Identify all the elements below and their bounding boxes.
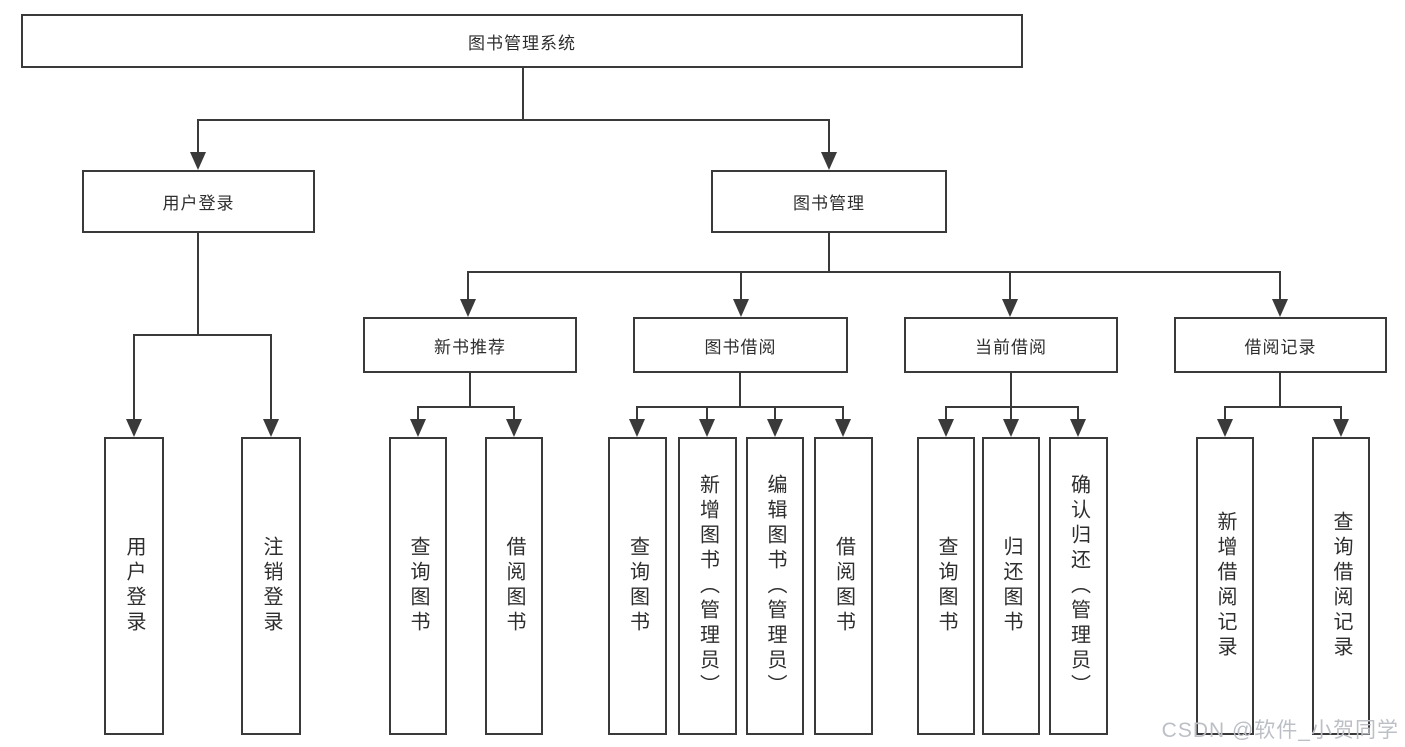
leaf-borrow-book-1: 借阅图书 <box>485 437 543 735</box>
connector-line <box>467 271 1281 273</box>
arrowhead-icon <box>821 152 837 170</box>
leaf-logout: 注销登录 <box>241 437 301 735</box>
leaf-query-book-2: 查询图书 <box>608 437 667 735</box>
connector-line <box>706 406 708 420</box>
arrowhead-icon <box>1272 299 1288 317</box>
arrowhead-icon <box>938 419 954 437</box>
connector-line <box>1010 372 1012 408</box>
leaf-add-book-admin: 新增图书（管理员） <box>678 437 737 735</box>
connector-line <box>842 406 844 420</box>
connector-line <box>637 406 844 408</box>
leaf-user-login: 用户登录 <box>104 437 164 735</box>
arrowhead-icon <box>1217 419 1233 437</box>
arrowhead-icon <box>767 419 783 437</box>
arrowhead-icon <box>263 419 279 437</box>
connector-line <box>197 119 199 155</box>
leaf-query-borrow-record: 查询借阅记录 <box>1312 437 1370 735</box>
connector-line <box>1225 406 1342 408</box>
arrowhead-icon <box>506 419 522 437</box>
arrowhead-icon <box>190 152 206 170</box>
leaf-query-book-1: 查询图书 <box>389 437 447 735</box>
leaf-edit-book-admin: 编辑图书（管理员） <box>746 437 804 735</box>
arrowhead-icon <box>699 419 715 437</box>
leaf-add-borrow-record: 新增借阅记录 <box>1196 437 1254 735</box>
leaf-borrow-book-2: 借阅图书 <box>814 437 873 735</box>
connector-line <box>270 334 272 419</box>
leaf-query-book-3: 查询图书 <box>917 437 975 735</box>
arrowhead-icon <box>410 419 426 437</box>
connector-line <box>418 406 515 408</box>
connector-line <box>945 406 947 420</box>
connector-line <box>198 119 830 121</box>
arrowhead-icon <box>1002 299 1018 317</box>
connector-line <box>1279 271 1281 299</box>
arrowhead-icon <box>1333 419 1349 437</box>
node-book-borrow: 图书借阅 <box>633 317 848 373</box>
connector-line <box>946 406 1079 408</box>
connector-line <box>740 271 742 299</box>
connector-line <box>828 232 830 273</box>
arrowhead-icon <box>835 419 851 437</box>
connector-line <box>1010 406 1012 420</box>
watermark: CSDN @软件_小贺同学 <box>1161 719 1399 742</box>
node-new-book-recommend: 新书推荐 <box>363 317 577 373</box>
arrowhead-icon <box>1070 419 1086 437</box>
arrowhead-icon <box>733 299 749 317</box>
arrowhead-icon <box>1003 419 1019 437</box>
connector-line <box>467 271 469 299</box>
connector-line <box>513 406 515 420</box>
connector-line <box>522 67 524 119</box>
connector-line <box>1077 406 1079 420</box>
node-borrow-record: 借阅记录 <box>1174 317 1387 373</box>
node-current-borrow: 当前借阅 <box>904 317 1118 373</box>
connector-line <box>133 334 135 419</box>
node-user-login: 用户登录 <box>82 170 315 233</box>
connector-line <box>469 372 471 408</box>
connector-line <box>636 406 638 420</box>
connector-line <box>417 406 419 420</box>
connector-line <box>1279 372 1281 408</box>
connector-line <box>828 119 830 155</box>
connector-line <box>1224 406 1226 420</box>
arrowhead-icon <box>629 419 645 437</box>
arrowhead-icon <box>126 419 142 437</box>
connector-line <box>1340 406 1342 420</box>
connector-line <box>133 334 272 336</box>
connector-line <box>774 406 776 420</box>
connector-line <box>739 372 741 408</box>
connector-line <box>197 232 199 335</box>
connector-line <box>1009 271 1011 299</box>
arrowhead-icon <box>460 299 476 317</box>
node-book-management: 图书管理 <box>711 170 947 233</box>
leaf-return-book: 归还图书 <box>982 437 1040 735</box>
node-root: 图书管理系统 <box>21 14 1023 68</box>
leaf-confirm-return-admin: 确认归还（管理员） <box>1049 437 1108 735</box>
